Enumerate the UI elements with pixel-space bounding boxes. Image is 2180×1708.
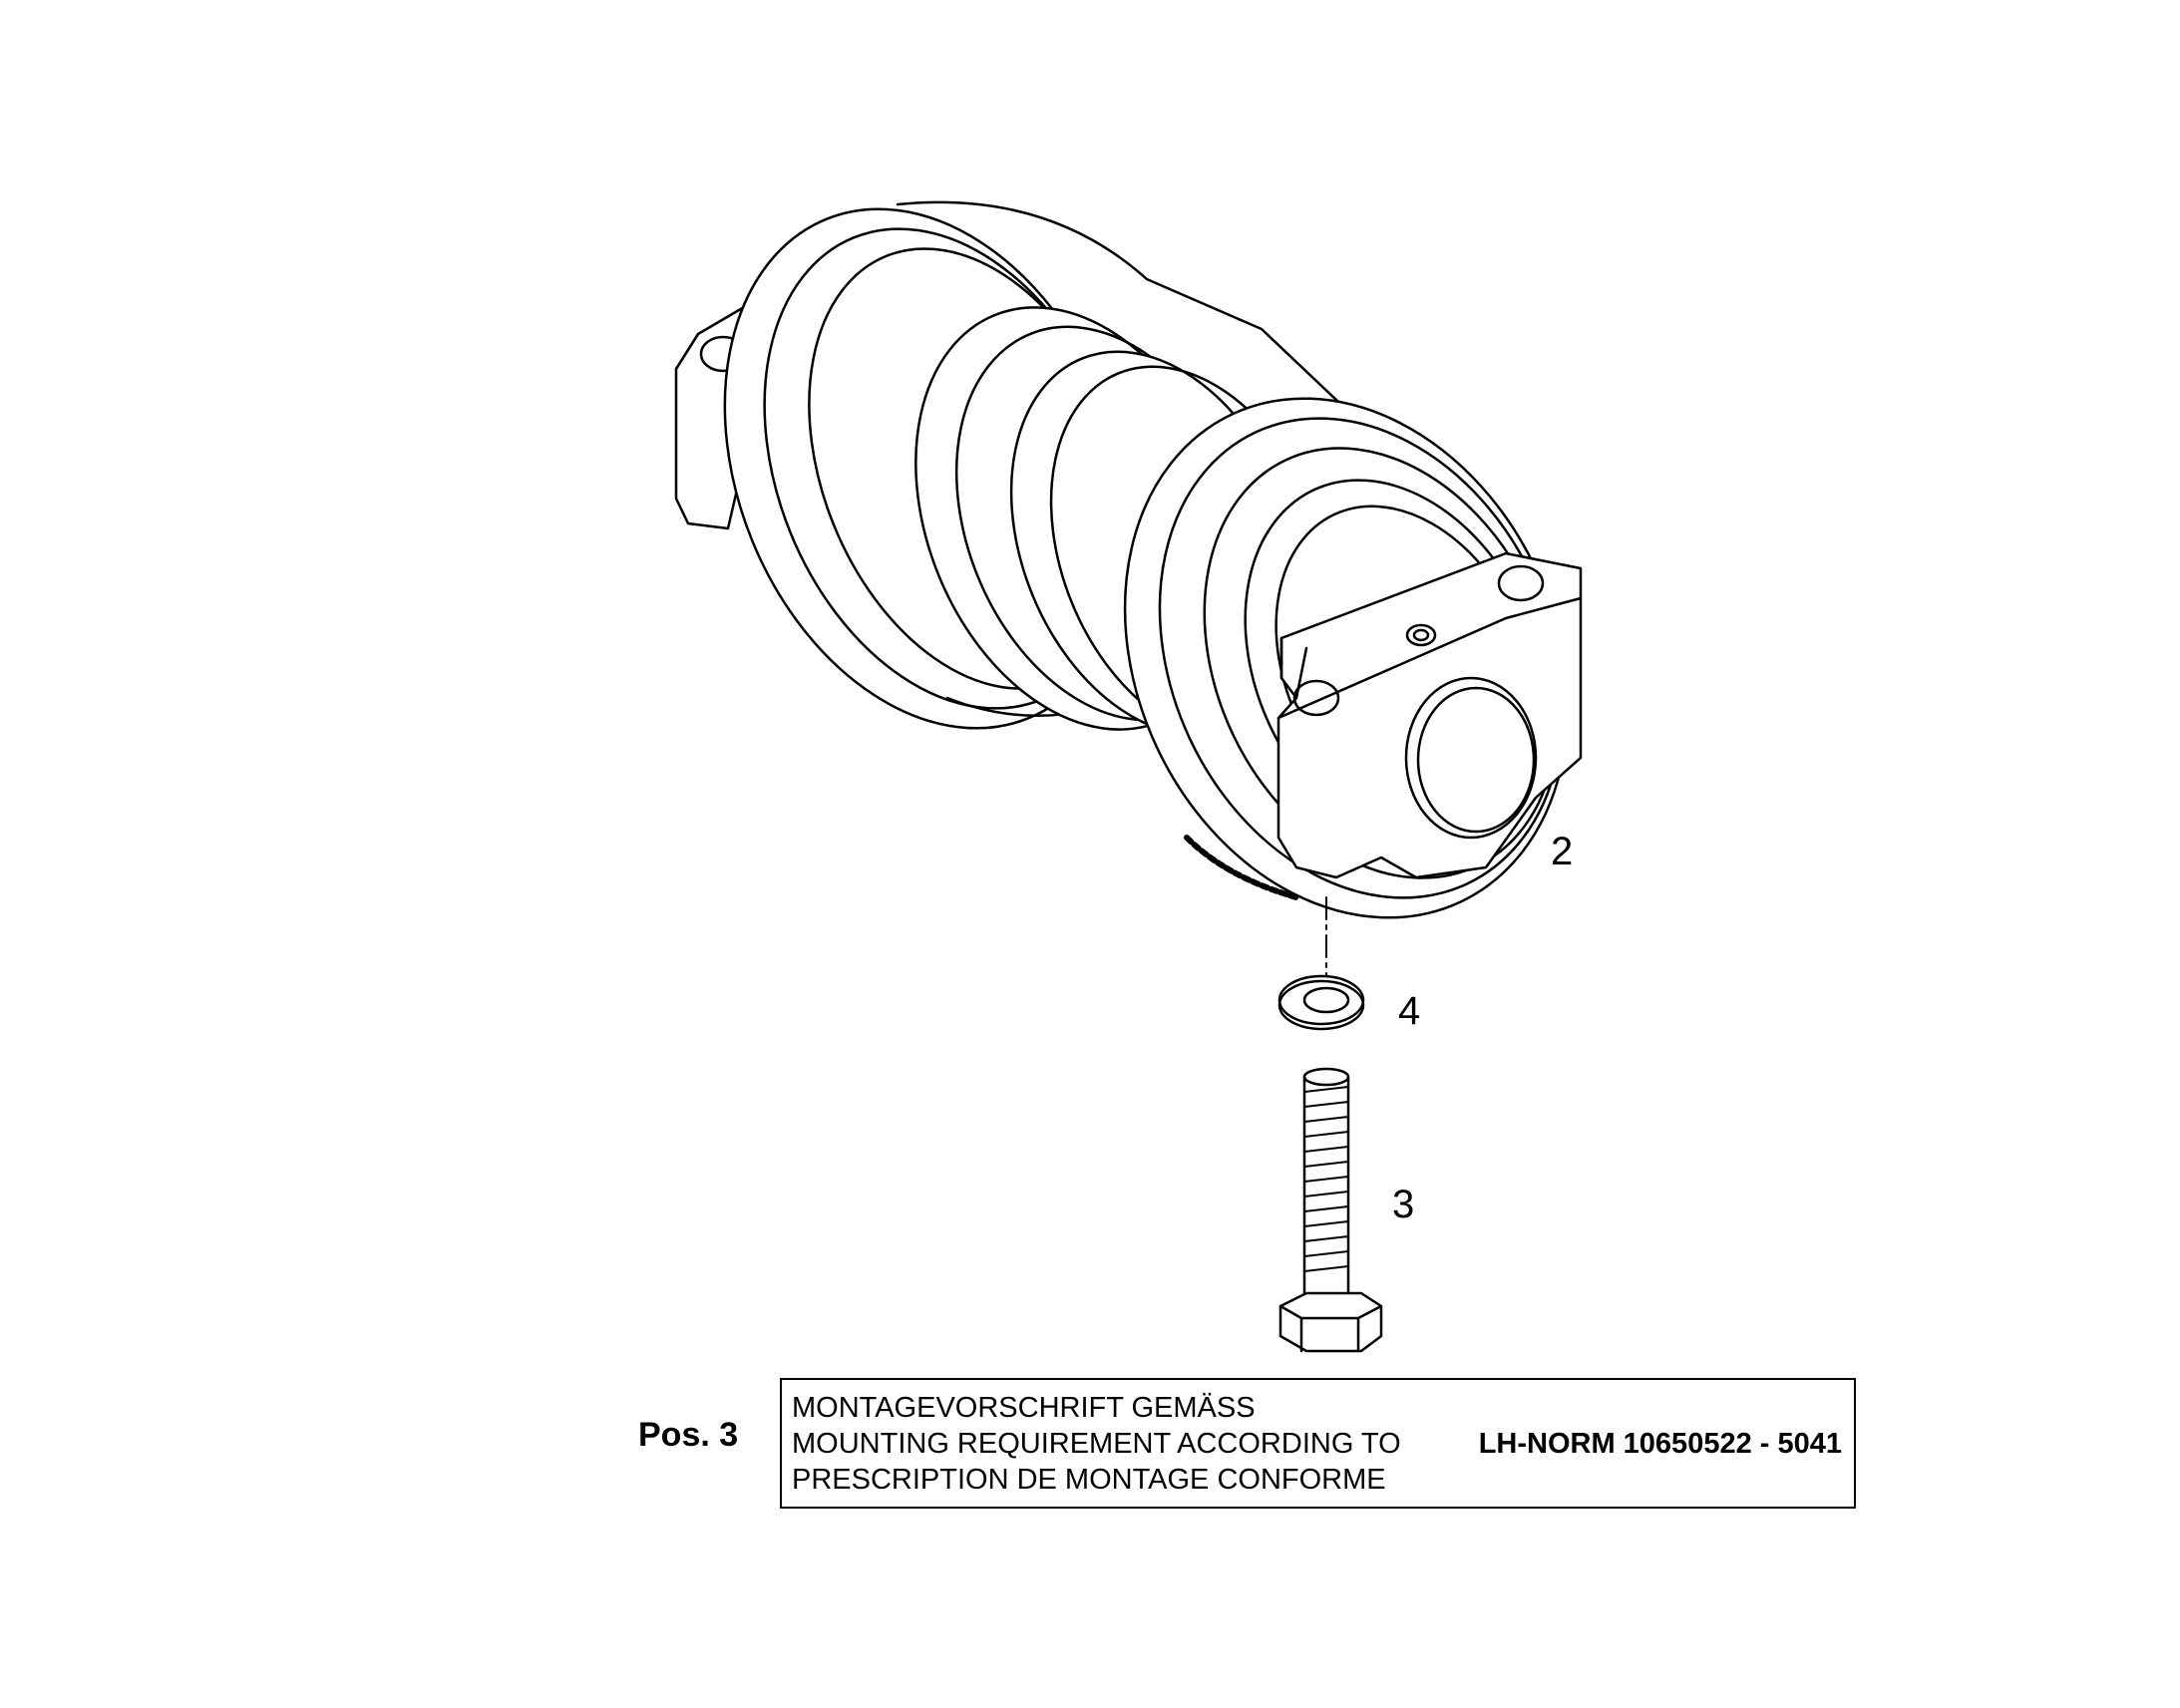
note-line-de: MONTAGEVORSCHRIFT GEMÄSS — [792, 1392, 1256, 1424]
norm-reference: LH-NORM 10650522 - 5041 — [1478, 1428, 1842, 1460]
note-line-fr: PRESCRIPTION DE MONTAGE CONFORME — [792, 1464, 1386, 1496]
note-line-en: MOUNTING REQUIREMENT ACCORDING TO — [792, 1428, 1401, 1460]
position-label: Pos. 3 — [638, 1416, 739, 1454]
callout-roller: 2 — [1551, 830, 1574, 873]
track-roller — [674, 200, 1583, 919]
washer — [1277, 974, 1365, 1031]
hex-bolt — [1278, 1067, 1383, 1353]
mounting-requirement-text: MONTAGEVORSCHRIFT GEMÄSS MOUNTING REQUIR… — [792, 1390, 1401, 1498]
mounting-requirement-box: MONTAGEVORSCHRIFT GEMÄSS MOUNTING REQUIR… — [780, 1378, 1856, 1509]
callout-bolt: 3 — [1392, 1183, 1415, 1226]
callout-washer: 4 — [1398, 989, 1421, 1033]
